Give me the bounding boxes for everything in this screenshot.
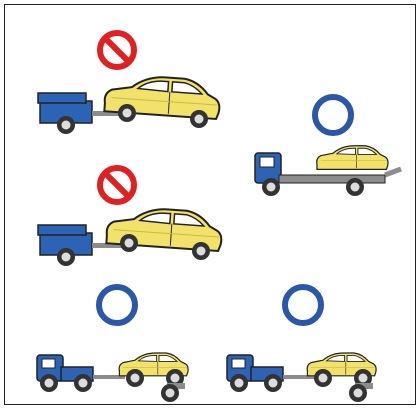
sedan-on-dollies — [119, 353, 188, 402]
panel-prohibited-1 — [38, 33, 221, 134]
towing-diagram — [5, 5, 415, 404]
sedan-towed — [104, 73, 221, 128]
prohibited-icon — [100, 168, 134, 202]
flatbed-truck — [255, 146, 401, 196]
allowed-circle-icon — [315, 97, 351, 133]
allowed-circle-icon — [99, 287, 135, 323]
wheel-lift-truck — [37, 355, 125, 392]
panel-allowed-dollies-2 — [227, 287, 376, 402]
diagram-frame — [4, 4, 416, 405]
prohibited-icon — [100, 33, 134, 67]
panel-allowed-flatbed — [255, 97, 401, 196]
sedan-on-dollies — [307, 353, 376, 402]
wheel-lift-truck — [227, 355, 315, 392]
panel-allowed-dollies-1 — [37, 287, 188, 402]
sedan-towed — [106, 205, 223, 260]
allowed-circle-icon — [285, 287, 321, 323]
panel-prohibited-2 — [38, 168, 223, 266]
